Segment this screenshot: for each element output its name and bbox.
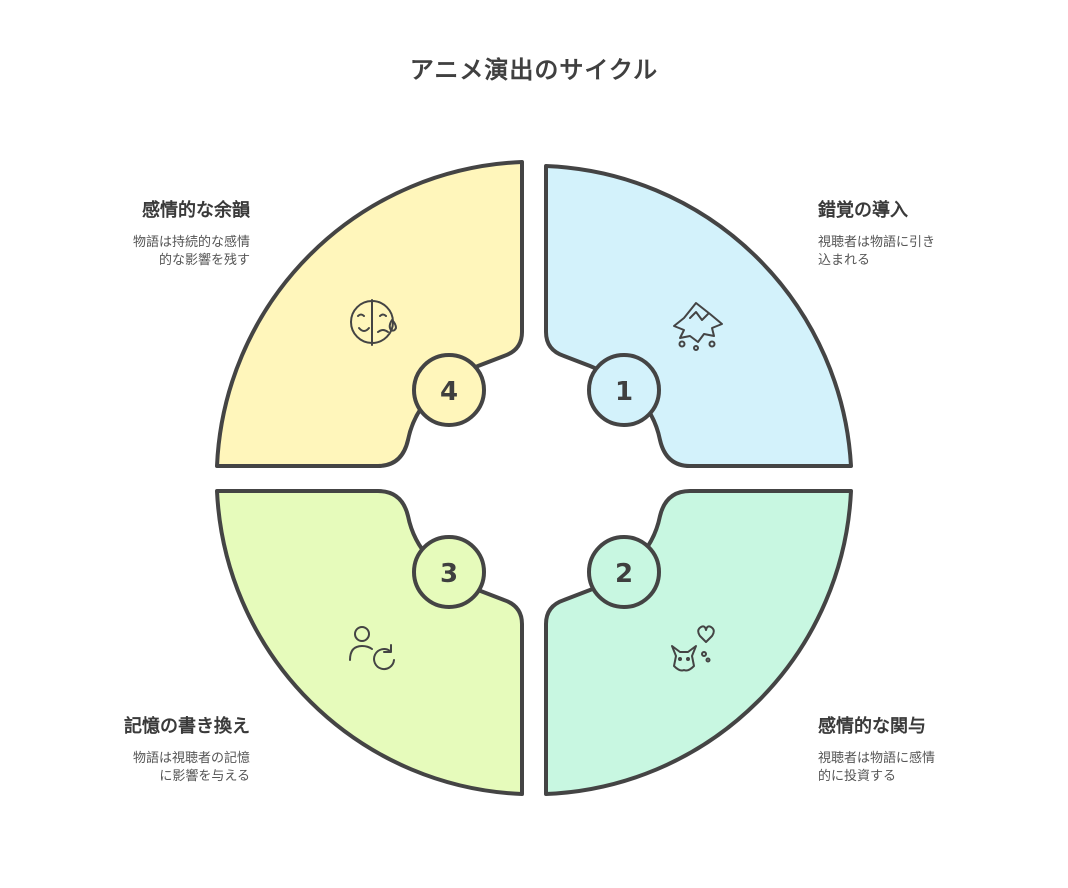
step-label-2: 感情的な関与 視聴者は物語に感情 的に投資する: [818, 712, 1008, 786]
diagram-title: アニメ演出のサイクル: [409, 56, 659, 84]
step-desc-1: 視聴者は物語に引き 込まれる: [818, 234, 1008, 270]
step-label-1: 錯覚の導入 視聴者は物語に引き 込まれる: [818, 196, 1008, 270]
step-number-3: 3: [440, 559, 458, 589]
cat-heart-icon: [671, 625, 715, 672]
step-desc-2-line1: 視聴者は物語に感情: [818, 751, 936, 766]
step-number-1: 1: [615, 377, 633, 407]
segment-2[interactable]: [544, 489, 853, 796]
step-desc-2-line2: 的に投資する: [818, 769, 897, 784]
step-desc-4-line2: 的な影響を残す: [158, 253, 250, 268]
step-badge-2: 2: [587, 535, 661, 609]
step-title-1: 錯覚の導入: [818, 200, 908, 221]
step-title-4: 感情的な余韻: [142, 200, 250, 221]
ink-splash-icon: [673, 302, 723, 351]
step-title-3: 記憶の書き換え: [124, 716, 250, 737]
segment-4[interactable]: [215, 160, 524, 468]
step-label-3: 記憶の書き換え 物語は視聴者の記憶 に影響を与える: [60, 712, 250, 786]
step-desc-1-line1: 視聴者は物語に引き: [818, 235, 936, 250]
step-desc-1-line2: 込まれる: [818, 253, 871, 268]
step-desc-2: 視聴者は物語に感情 的に投資する: [818, 750, 1008, 786]
step-desc-3: 物語は視聴者の記憶 に影響を与える: [60, 750, 250, 786]
step-number-2: 2: [615, 559, 633, 589]
step-badge-4: 4: [412, 353, 486, 427]
step-desc-3-line1: 物語は視聴者の記憶: [132, 751, 250, 766]
step-label-4: 感情的な余韻 物語は持続的な感情 的な影響を残す: [60, 196, 250, 270]
user-refresh-icon: [349, 626, 395, 670]
step-desc-3-line2: に影響を与える: [159, 769, 250, 784]
step-badge-3: 3: [412, 535, 486, 609]
step-badge-1: 1: [587, 353, 661, 427]
sad-happy-face-icon: [350, 299, 397, 346]
step-title-2: 感情的な関与: [818, 716, 926, 737]
segment-3[interactable]: [215, 489, 524, 796]
step-number-4: 4: [440, 377, 458, 407]
step-desc-4: 物語は持続的な感情 的な影響を残す: [60, 234, 250, 270]
step-desc-4-line1: 物語は持続的な感情: [132, 235, 250, 250]
